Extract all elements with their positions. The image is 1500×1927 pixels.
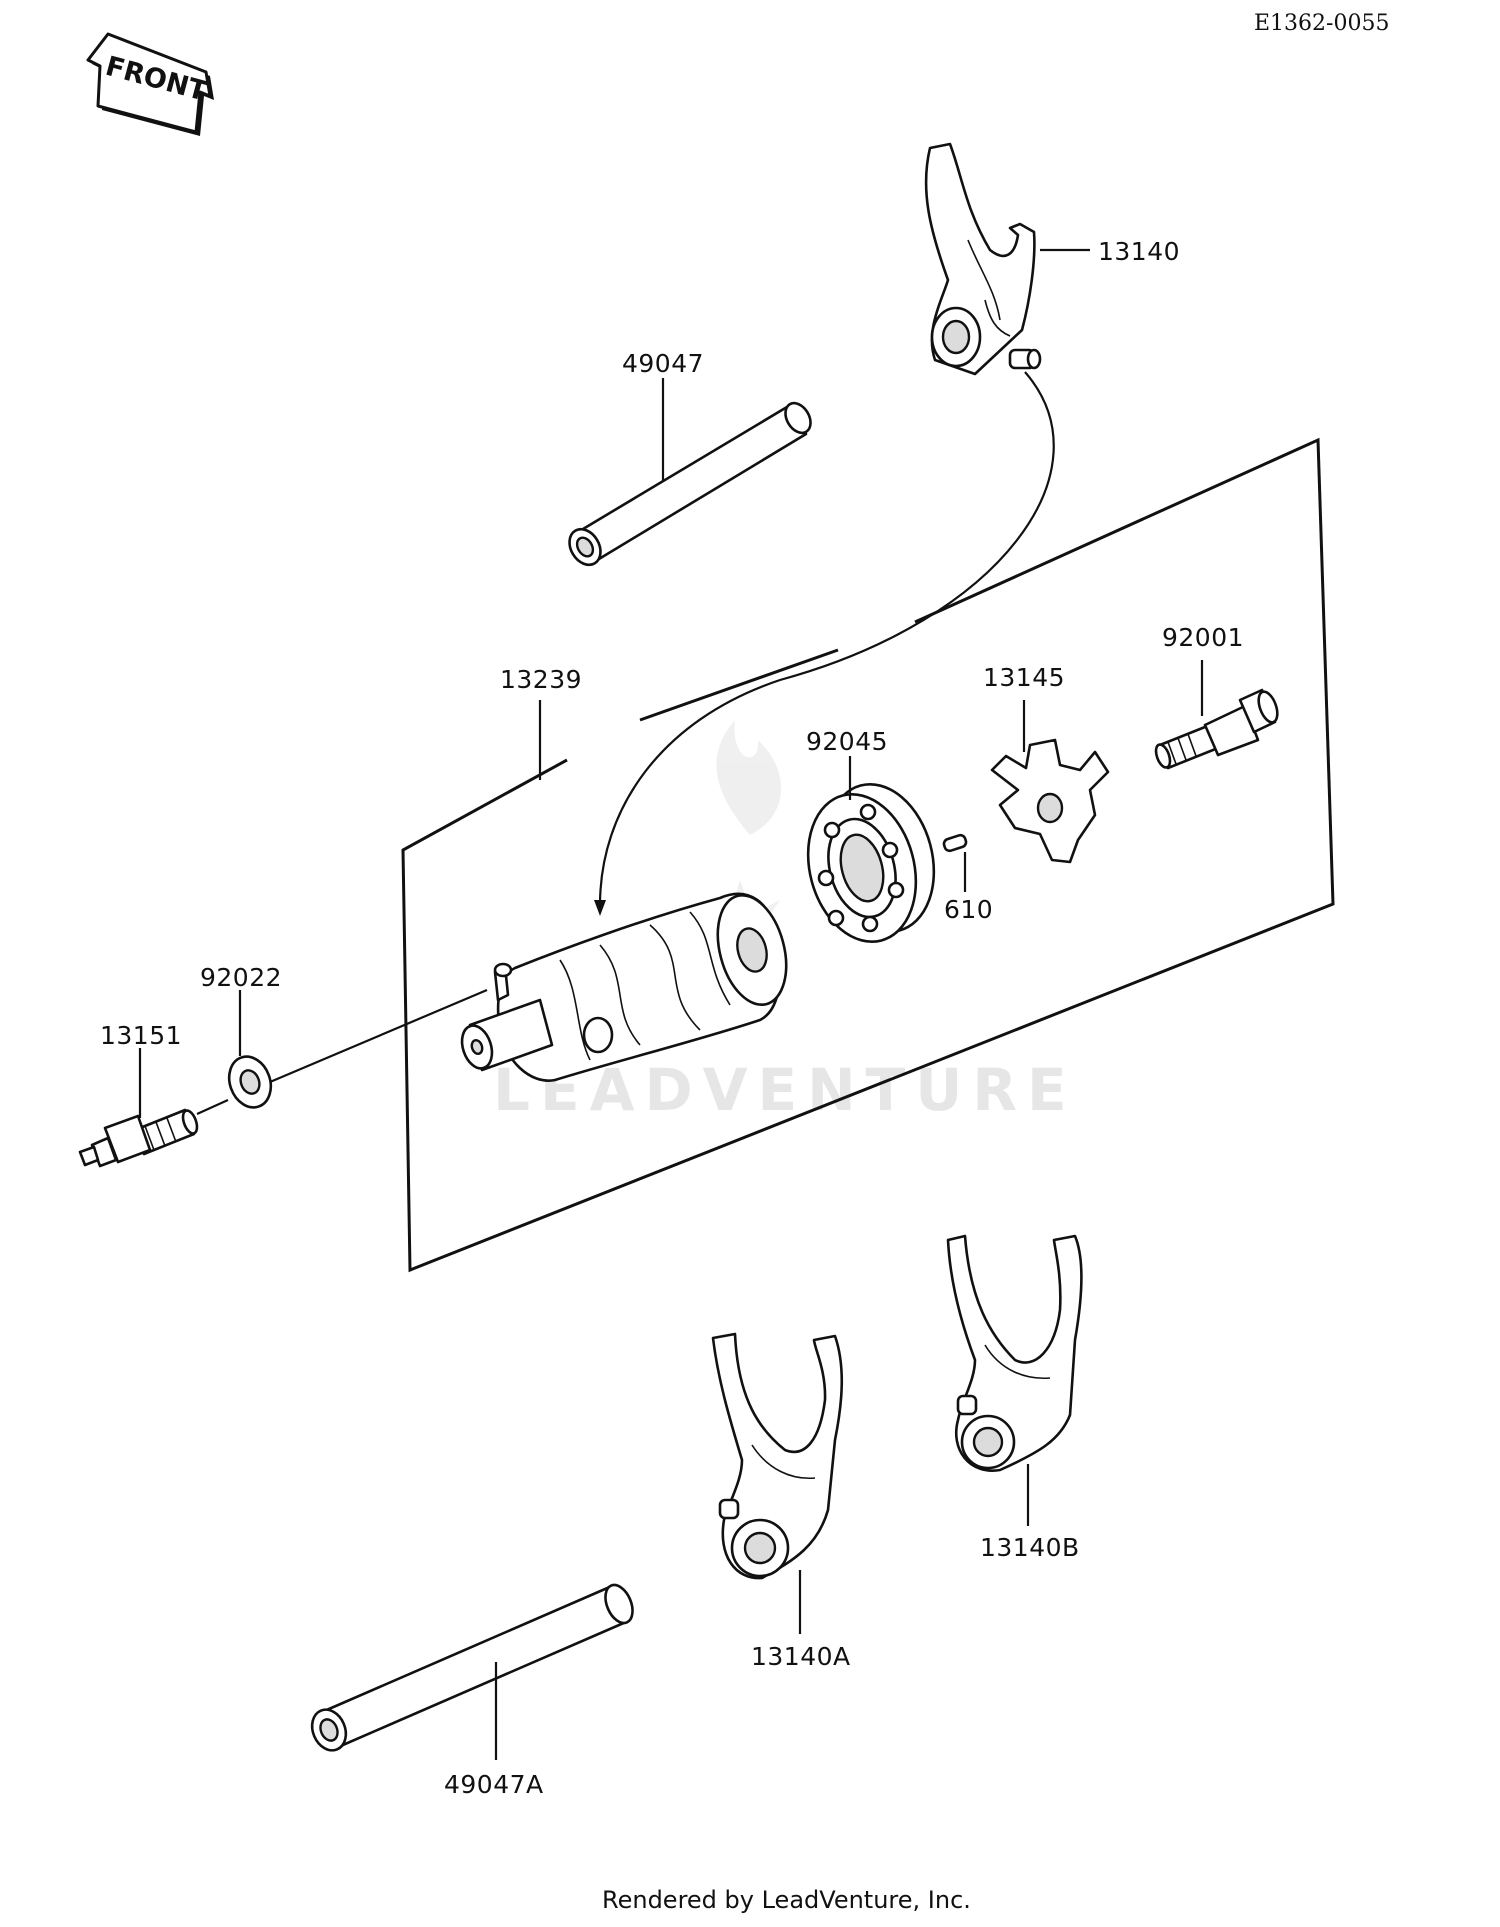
shift-rod-49047: [568, 401, 812, 567]
label-92022: 92022: [200, 963, 282, 992]
label-13140A: 13140A: [751, 1642, 851, 1671]
label-13140: 13140: [1098, 237, 1180, 266]
axis-line-drum: [269, 988, 488, 1084]
footer-credit: Rendered by LeadVenture, Inc.: [602, 1886, 971, 1914]
shift-fork-13140: [924, 142, 1042, 376]
label-92001: 92001: [1162, 623, 1244, 652]
shift-fork-13140A: [711, 1332, 844, 1580]
label-13239: 13239: [500, 665, 582, 694]
neutral-switch-13151: [78, 1108, 199, 1168]
label-13151: 13151: [100, 1021, 182, 1050]
label-92045: 92045: [806, 727, 888, 756]
label-610: 610: [944, 895, 993, 924]
front-arrow-icon: FRONT: [86, 32, 214, 136]
label-49047A: 49047A: [444, 1770, 544, 1799]
bolt-92001: [1154, 688, 1279, 770]
bearing-92045: [806, 783, 936, 943]
diagram-code: E1362-0055: [1254, 11, 1389, 36]
shift-fork-13140B: [946, 1234, 1083, 1472]
washer-92022: [227, 1055, 273, 1109]
shift-drum: [460, 892, 788, 1082]
pin-610: [942, 833, 968, 853]
fork-to-drum-arrow: [594, 371, 1055, 916]
label-13145: 13145: [983, 663, 1065, 692]
label-13140B: 13140B: [980, 1533, 1080, 1562]
shift-drum-cam-13145: [990, 738, 1110, 864]
shift-rod-49047A: [310, 1583, 634, 1752]
assembly-box: [401, 437, 1335, 1273]
axis-line-sensor: [196, 1098, 229, 1116]
label-49047: 49047: [622, 349, 704, 378]
